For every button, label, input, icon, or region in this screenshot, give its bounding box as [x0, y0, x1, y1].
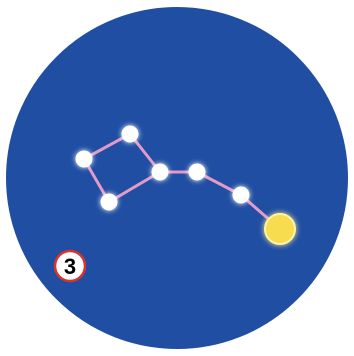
star-6: [233, 187, 250, 204]
night-sky-disc: [5, 6, 349, 350]
star-3: [101, 194, 118, 211]
number-badge: 3: [55, 251, 85, 281]
badge-number: 3: [64, 254, 76, 279]
star-4: [152, 164, 169, 181]
star-5: [189, 164, 206, 181]
bright-star: [265, 214, 295, 244]
star-1: [122, 126, 139, 143]
star-2: [76, 151, 93, 168]
